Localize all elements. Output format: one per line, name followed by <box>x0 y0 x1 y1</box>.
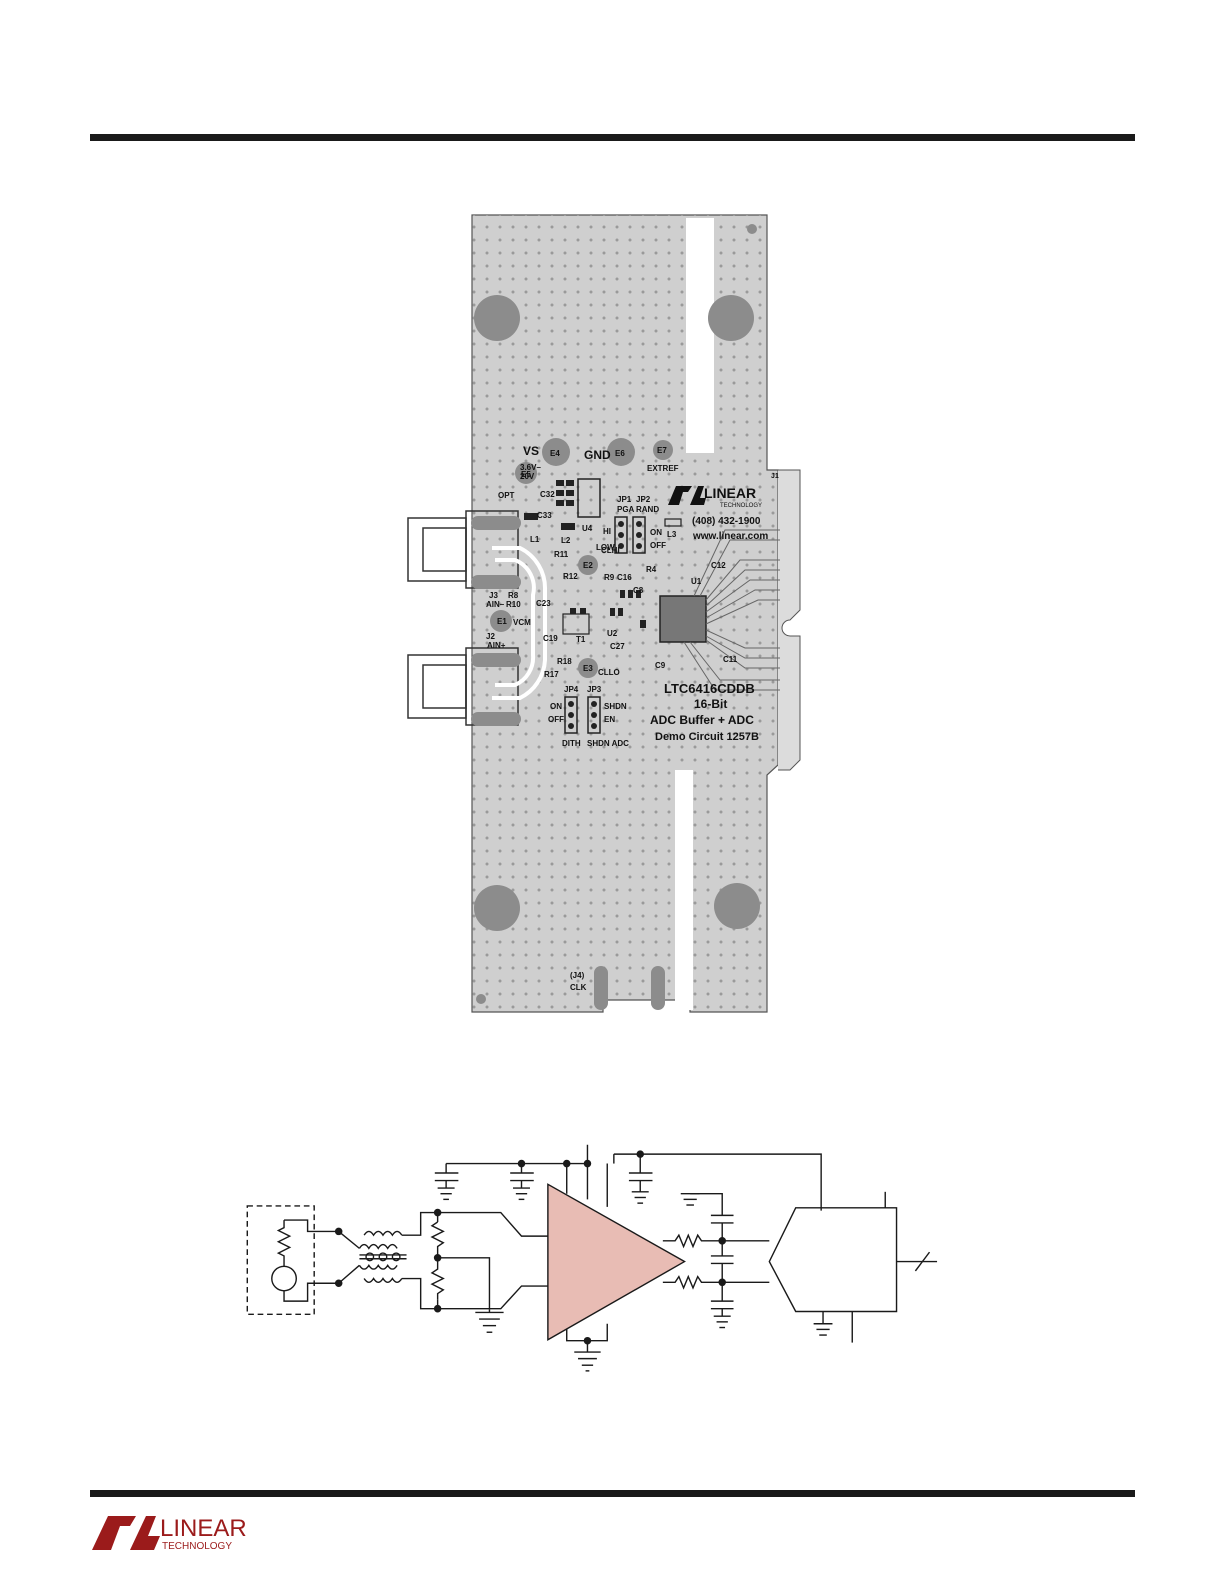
label-e7: E7 <box>657 446 667 455</box>
pcb-gap-bottom <box>675 770 693 1010</box>
board-logo-name: LINEAR <box>704 485 756 501</box>
label-j3: J3 <box>489 591 498 600</box>
term-resistor-top <box>430 1221 445 1258</box>
label-j2: J2 <box>486 632 495 641</box>
label-desc: ADC Buffer + ADC <box>650 713 754 727</box>
label-ain-plus: AIN+ <box>487 641 506 650</box>
label-l2: L2 <box>561 536 571 545</box>
footer-linear-logo: LINEAR TECHNOLOGY <box>92 1515 247 1552</box>
label-rand: RAND <box>636 505 659 514</box>
label-c27: C27 <box>610 642 625 651</box>
label-web: www.linear.com <box>692 531 768 542</box>
label-j1: J1 <box>771 473 779 480</box>
label-dith: DITH <box>562 739 581 748</box>
label-on-jp4: ON <box>550 702 562 711</box>
label-u2: U2 <box>607 629 618 638</box>
adc-block <box>768 1207 898 1313</box>
label-r10: R10 <box>506 600 521 609</box>
footer-rule <box>90 1490 1135 1497</box>
label-clk: CLK <box>570 983 587 992</box>
label-r11: R11 <box>554 550 569 559</box>
label-pga: PGA <box>617 505 635 514</box>
block-schematic <box>246 1144 938 1372</box>
label-bits: 16-Bit <box>694 697 727 711</box>
label-c9: C9 <box>655 661 666 670</box>
header-rule <box>90 134 1135 141</box>
label-r9: R9 <box>604 573 615 582</box>
mounting-hole <box>474 295 520 341</box>
source-resistor <box>276 1220 292 1267</box>
label-c12: C12 <box>711 561 726 570</box>
label-r18: R18 <box>557 657 572 666</box>
label-gnd: GND <box>584 448 611 462</box>
logo-mark-left <box>92 1516 136 1550</box>
label-e5: E5 <box>521 470 531 479</box>
label-part-number: LTC6416CDDB <box>664 681 755 696</box>
sma-connector-j2 <box>407 647 519 726</box>
label-c32: C32 <box>540 490 555 499</box>
label-demo-circuit: Demo Circuit 1257B <box>655 731 759 743</box>
label-c23: C23 <box>536 599 551 608</box>
jumper-headers <box>564 516 646 734</box>
label-e2: E2 <box>583 561 593 570</box>
transformer-coil <box>358 1243 398 1250</box>
label-c16: C16 <box>617 573 632 582</box>
label-ain-minus: AIN– <box>486 600 505 609</box>
label-jp3: JP3 <box>587 685 602 694</box>
label-on-jp2: ON <box>650 528 662 537</box>
label-vrange: 3.6V–20V <box>520 463 541 481</box>
label-e6: E6 <box>615 449 625 458</box>
term-resistor-bottom <box>430 1257 445 1300</box>
label-phone: (408) 432-1900 <box>692 516 761 527</box>
label-r8: R8 <box>508 591 519 600</box>
label-c8: C8 <box>633 586 644 595</box>
signal-source-box <box>246 1205 315 1316</box>
label-extref: EXTREF <box>647 464 679 473</box>
footer-logo-sub: TECHNOLOGY <box>162 1541 232 1552</box>
label-off-jp2: OFF <box>650 541 666 550</box>
label-vcm: VCM <box>513 618 531 627</box>
adc-driver-amplifier <box>547 1183 686 1341</box>
label-e4: E4 <box>550 449 560 458</box>
board-linear-logo: LINEAR TECHNOLOGY <box>668 485 762 509</box>
label-l3: L3 <box>667 530 677 539</box>
label-c19: C19 <box>543 634 558 643</box>
label-r12: R12 <box>563 572 578 581</box>
label-low: LOW <box>596 543 615 552</box>
label-opt: OPT <box>498 491 515 500</box>
label-cllo: CLLO <box>598 668 620 677</box>
label-en: EN <box>604 715 615 724</box>
source-symbol <box>271 1265 297 1292</box>
mounting-hole <box>714 883 760 929</box>
u1-chip <box>659 595 707 643</box>
label-r4: R4 <box>646 565 657 574</box>
label-jp1: JP1 <box>617 495 632 504</box>
pcb-gap-top <box>686 218 714 453</box>
label-off-jp4: OFF <box>548 715 564 724</box>
label-shdn: SHDN <box>604 702 627 711</box>
label-t1: T1 <box>576 635 586 644</box>
label-jp2: JP2 <box>636 495 651 504</box>
label-c11: C11 <box>723 655 738 664</box>
mounting-hole <box>474 885 520 931</box>
label-j4: (J4) <box>570 971 585 980</box>
label-shdn-adc: SHDN ADC <box>587 739 629 748</box>
board-logo-sub: TECHNOLOGY <box>720 503 762 509</box>
label-l1: L1 <box>530 535 540 544</box>
pcb-layout-figure: LINEAR TECHNOLOGY VS E4 GND E6 E7 EXTREF… <box>407 214 801 1013</box>
label-clhi: CLHI <box>601 546 620 555</box>
mounting-hole <box>708 295 754 341</box>
label-u4: U4 <box>582 524 593 533</box>
logo-mark-right <box>130 1516 160 1550</box>
label-hi: HI <box>603 527 611 536</box>
label-e1: E1 <box>497 617 507 626</box>
label-u1: U1 <box>691 577 702 586</box>
label-e3: E3 <box>583 664 593 673</box>
label-vs: VS <box>523 444 539 458</box>
footer-logo-name: LINEAR <box>160 1515 247 1542</box>
label-c33: C33 <box>537 511 552 520</box>
label-r17: R17 <box>544 670 559 679</box>
label-jp4: JP4 <box>564 685 579 694</box>
